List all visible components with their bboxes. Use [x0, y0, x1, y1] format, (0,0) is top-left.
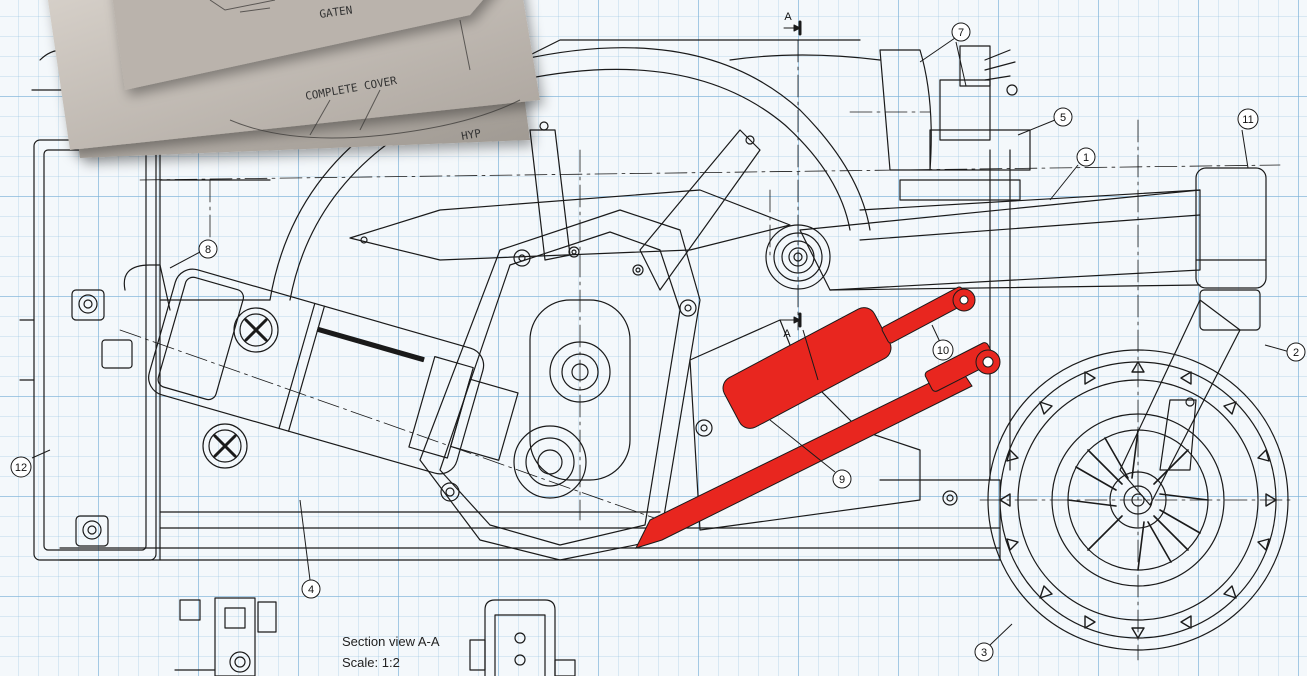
callout-7: 7	[951, 22, 971, 42]
callout-2: 2	[1286, 342, 1306, 362]
svg-text:10: 10	[937, 345, 949, 357]
callouts	[31, 37, 1291, 646]
section-view-title: Section view A-A	[342, 634, 440, 649]
callout-5: 5	[1053, 107, 1073, 127]
main-beam	[799, 179, 1201, 291]
motor-screws	[101, 264, 279, 469]
section-view-label: Section view A-A Scale: 1:2	[342, 631, 440, 673]
center-lines	[119, 39, 1291, 661]
callout-9: 9	[832, 469, 852, 489]
svg-text:3: 3	[981, 647, 987, 659]
upper-arm	[349, 121, 791, 291]
section-view-scale: Scale: 1:2	[342, 655, 400, 670]
caster-fork	[1119, 167, 1267, 506]
section-marker-bottom: A	[783, 328, 791, 340]
svg-text:12: 12	[15, 462, 27, 474]
sketch-note-gaten: GATEN	[319, 3, 354, 20]
section-markers	[779, 20, 802, 328]
svg-text:4: 4	[308, 584, 314, 596]
base-frame	[59, 149, 1011, 561]
callout-10: 10	[932, 339, 954, 361]
actuator-upper	[722, 286, 976, 429]
svg-text:2: 2	[1293, 347, 1299, 359]
svg-text:5: 5	[1060, 112, 1066, 124]
actuator-lower	[635, 342, 1001, 549]
sketch-papers: GATEN COMPLETE COVER HYP	[47, 0, 540, 158]
cover-arc	[159, 39, 881, 301]
callout-4: 4	[301, 579, 321, 599]
lower-views	[174, 597, 576, 676]
section-marker-top: A	[784, 11, 792, 23]
svg-text:11: 11	[1242, 114, 1253, 126]
callout-11: 11	[1237, 108, 1259, 130]
callout-12: 12	[10, 456, 32, 478]
svg-text:9: 9	[839, 474, 845, 486]
svg-text:7: 7	[958, 27, 964, 39]
gearbox	[419, 209, 921, 561]
svg-text:8: 8	[205, 244, 211, 256]
callout-3: 3	[974, 642, 994, 662]
sketch-note-hyp: HYP	[460, 127, 482, 143]
callout-8: 8	[198, 239, 218, 259]
top-mechanism	[879, 45, 1031, 171]
svg-text:1: 1	[1083, 152, 1089, 164]
motor	[148, 268, 519, 475]
callout-1: 1	[1076, 147, 1096, 167]
